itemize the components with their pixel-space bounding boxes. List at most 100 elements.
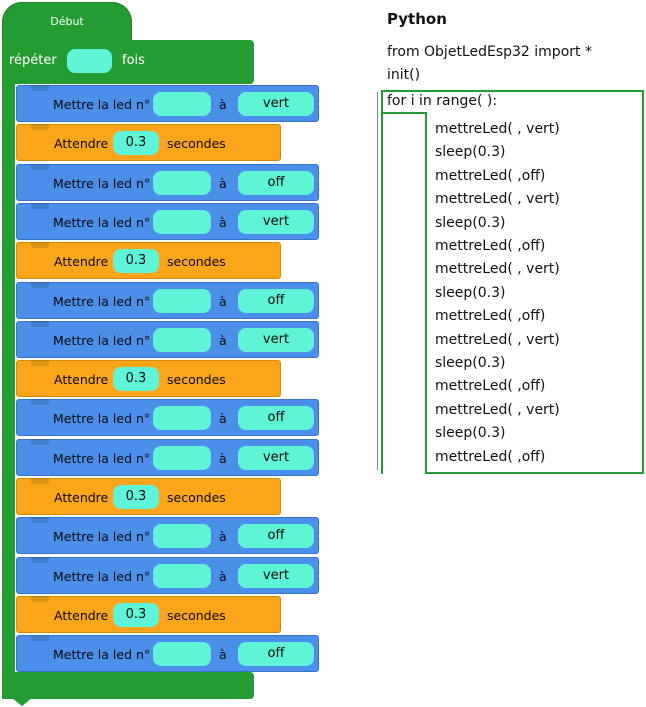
wait-duration-input[interactable]: 0.3: [113, 603, 159, 627]
led-number-input[interactable]: [153, 92, 211, 116]
mettre-led-line: mettreLed( ,off): [435, 238, 546, 254]
led-state-input[interactable]: vert: [238, 564, 314, 588]
led-number-input[interactable]: [153, 210, 211, 234]
led-state-input[interactable]: off: [238, 289, 314, 313]
block-notch: [31, 321, 49, 327]
a-label: à: [219, 333, 227, 348]
wait-block[interactable]: Attendre 0.3 secondes: [16, 360, 281, 397]
led-number-input[interactable]: [153, 564, 211, 588]
start-block[interactable]: Début: [2, 2, 132, 42]
block-notch: [31, 85, 49, 91]
wait-label: Attendre: [54, 372, 109, 387]
led-state-input[interactable]: vert: [238, 210, 314, 234]
mettre-led-line: mettreLed( ,off): [435, 168, 546, 184]
repeat-block[interactable]: répéter fois: [2, 40, 254, 84]
seconds-label: secondes: [167, 254, 226, 269]
a-label: à: [219, 451, 227, 466]
led-state-input[interactable]: vert: [238, 328, 314, 352]
led-label: Mettre la led n°: [53, 97, 151, 112]
wait-label: Attendre: [54, 608, 109, 623]
seconds-label: secondes: [167, 372, 226, 387]
led-label: Mettre la led n°: [53, 647, 151, 662]
mettre-led-line: mettreLed( ,off): [435, 308, 546, 324]
led-state-input[interactable]: off: [238, 171, 314, 195]
mettre-led-line: mettreLed( , vert): [435, 402, 560, 418]
block-notch: [31, 557, 49, 563]
a-label: à: [219, 411, 227, 426]
led-state-input[interactable]: off: [238, 406, 314, 430]
sleep-line: sleep(0.3): [435, 425, 506, 441]
a-label: à: [219, 97, 227, 112]
block-notch: [31, 596, 49, 602]
led-label: Mettre la led n°: [53, 215, 151, 230]
mettre-led-line: mettreLed( , vert): [435, 191, 560, 207]
a-label: à: [219, 215, 227, 230]
led-number-input[interactable]: [153, 446, 211, 470]
block-notch: [31, 203, 49, 209]
mettre-led-line: mettreLed( , vert): [435, 121, 560, 137]
led-state-input[interactable]: off: [238, 642, 314, 666]
mettre-led-line: mettreLed( , vert): [435, 261, 560, 277]
led-number-input[interactable]: [153, 524, 211, 548]
block-notch: [31, 242, 49, 248]
repeat-times-label: fois: [122, 53, 145, 68]
led-number-input[interactable]: [153, 406, 211, 430]
wait-duration-input[interactable]: 0.3: [113, 367, 159, 391]
led-label: Mettre la led n°: [53, 411, 151, 426]
led-state-input[interactable]: off: [238, 524, 314, 548]
wait-duration-input[interactable]: 0.3: [113, 485, 159, 509]
import-line: from ObjetLedEsp32 import *: [387, 44, 592, 60]
wait-label: Attendre: [54, 254, 109, 269]
block-notch: [31, 124, 49, 130]
a-label: à: [219, 569, 227, 584]
repeat-label: répéter: [9, 53, 57, 68]
block-notch: [31, 282, 49, 288]
block-notch: [31, 360, 49, 366]
indent-guide: [377, 92, 378, 470]
mettre-led-line: mettreLed( , vert): [435, 332, 560, 348]
led-label: Mettre la led n°: [53, 294, 151, 309]
a-label: à: [219, 294, 227, 309]
python-panel: Python from ObjetLedEsp32 import * init(…: [376, 0, 646, 707]
led-number-input[interactable]: [153, 171, 211, 195]
sleep-line: sleep(0.3): [435, 215, 506, 231]
wait-label: Attendre: [54, 136, 109, 151]
repeat-count-input[interactable]: [67, 49, 112, 73]
a-label: à: [219, 529, 227, 544]
loop-highlight-mask: [383, 114, 425, 474]
sleep-line: sleep(0.3): [435, 144, 506, 160]
block-notch: [31, 439, 49, 445]
mettre-led-line: mettreLed( ,off): [435, 449, 546, 465]
led-state-input[interactable]: vert: [238, 446, 314, 470]
init-line: init(): [387, 67, 421, 83]
led-label: Mettre la led n°: [53, 451, 151, 466]
block-notch: [31, 517, 49, 523]
block-notch: [31, 164, 49, 170]
led-number-input[interactable]: [153, 642, 211, 666]
led-number-input[interactable]: [153, 289, 211, 313]
led-number-input[interactable]: [153, 328, 211, 352]
wait-duration-input[interactable]: 0.3: [113, 131, 159, 155]
loop-highlight-edge: [425, 112, 427, 474]
a-label: à: [219, 647, 227, 662]
sleep-line: sleep(0.3): [435, 285, 506, 301]
led-state-input[interactable]: vert: [238, 92, 314, 116]
repeat-block-connector: [12, 698, 32, 706]
wait-duration-input[interactable]: 0.3: [113, 249, 159, 273]
mettre-led-line: mettreLed( ,off): [435, 378, 546, 394]
wait-block[interactable]: Attendre 0.3 secondes: [16, 242, 281, 279]
